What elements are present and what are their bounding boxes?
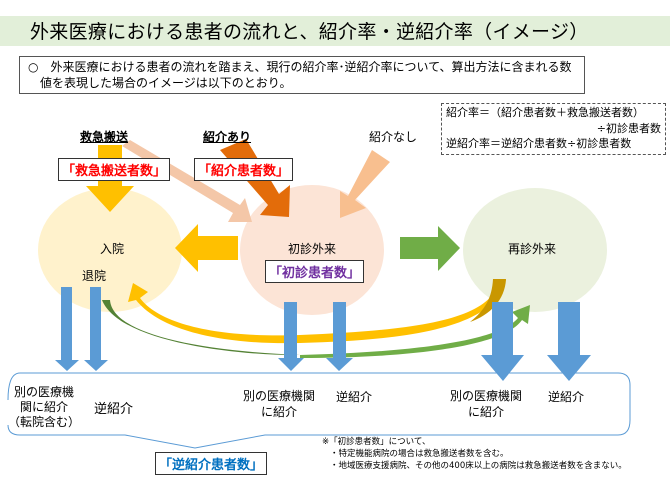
- first-to-inpatient-arrow: [175, 224, 238, 272]
- summary-box: ○ 外来医療における患者の流れを踏まえ、現行の紹介率･逆紹介率について、算出方法…: [19, 56, 585, 94]
- referral-no-arrow: [340, 150, 390, 218]
- first-visit-count-box: 「初診患者数」: [265, 260, 365, 283]
- inpatient-reverse-arrow: [84, 287, 108, 371]
- inpatient-reverse-label: 逆紹介: [94, 402, 134, 417]
- first-to-revisit-arrow: [400, 226, 460, 271]
- emergency-label: 救急搬送: [80, 130, 129, 144]
- referral-yes-label: 紹介あり: [203, 130, 252, 144]
- formula-reverse-referral-rate: 逆紹介率＝逆紹介患者数÷初診患者数: [446, 137, 632, 150]
- footnote-item-1: ・特定機能病院の場合は救急搬送者数を含む。: [330, 449, 509, 459]
- first-reverse-label: 逆紹介: [336, 390, 373, 404]
- referral-count-box: 「紹介患者数」: [194, 158, 294, 181]
- revisit-other-line-2: に紹介: [468, 405, 505, 419]
- inpatient-other-line-1: 別の医療機: [14, 385, 75, 399]
- blue-arrows: [55, 287, 591, 381]
- inpatient-other-label: 別の医療機 関に紹介 （転院含む）: [8, 385, 80, 430]
- inpatient-other-line-3: （転院含む）: [8, 415, 81, 429]
- revisit-reverse-label: 逆紹介: [548, 390, 585, 404]
- first-other-label: 別の医療機関 に紹介: [243, 388, 315, 420]
- first-visit-label: 初診外来: [288, 242, 337, 256]
- first-other-line-2: に紹介: [261, 405, 298, 419]
- revisit-to-inpatient-curve: [128, 280, 506, 344]
- outcome-bracket: [7, 372, 631, 449]
- title-bar: [0, 16, 670, 46]
- inpatient-other-line-2: 関に紹介: [20, 400, 69, 414]
- reverse-referral-count-box: 「逆紹介患者数」: [155, 452, 268, 475]
- inpatient-label: 入院: [100, 242, 125, 256]
- formula-referral-rate-divisor: ÷初診患者数: [596, 121, 661, 135]
- footnote-head: ※「初診患者数」について、: [322, 437, 431, 447]
- summary-line-1: ○ 外来医療における患者の流れを踏まえ、現行の紹介率･逆紹介率について、算出方法…: [28, 60, 572, 74]
- footnote: ※「初診患者数」について、 ・特定機能病院の場合は救急搬送者数を含む。 ・地域医…: [322, 436, 627, 472]
- page-title: 外来医療における患者の流れと、紹介率・逆紹介率（イメージ）: [30, 21, 589, 43]
- footnote-item-2: ・地域医療支援病院、その他の400床以上の病院は救急搬送者数を含まない。: [330, 461, 627, 471]
- emergency-count-box: 「救急搬送者数」: [58, 158, 171, 181]
- formula-referral-rate: 紹介率＝（紹介患者数＋救急搬送者数）: [446, 106, 644, 119]
- revisit-other-label: 別の医療機関 に紹介: [450, 388, 522, 420]
- revisit-other-arrow: [481, 302, 524, 381]
- inpatient-circle: [38, 188, 182, 312]
- first-reverse-arrow: [326, 302, 353, 371]
- revisit-reverse-arrow: [547, 302, 591, 381]
- inpatient-other-arrow: [55, 287, 79, 371]
- first-other-line-1: 別の医療機関: [243, 389, 316, 403]
- referral-no-label: 紹介なし: [369, 130, 418, 144]
- revisit-other-line-1: 別の医療機関: [450, 389, 523, 403]
- summary-line-2: 値を表現した場合のイメージは以下のとおり。: [40, 76, 292, 90]
- revisit-label: 再診外来: [508, 242, 557, 256]
- first-other-arrow: [278, 302, 304, 371]
- revisit-curve-tail: [470, 279, 506, 322]
- formula-box: 紹介率＝（紹介患者数＋救急搬送者数） ÷初診患者数 逆紹介率＝逆紹介患者数÷初診…: [441, 103, 666, 155]
- discharge-label: 退院: [82, 269, 107, 283]
